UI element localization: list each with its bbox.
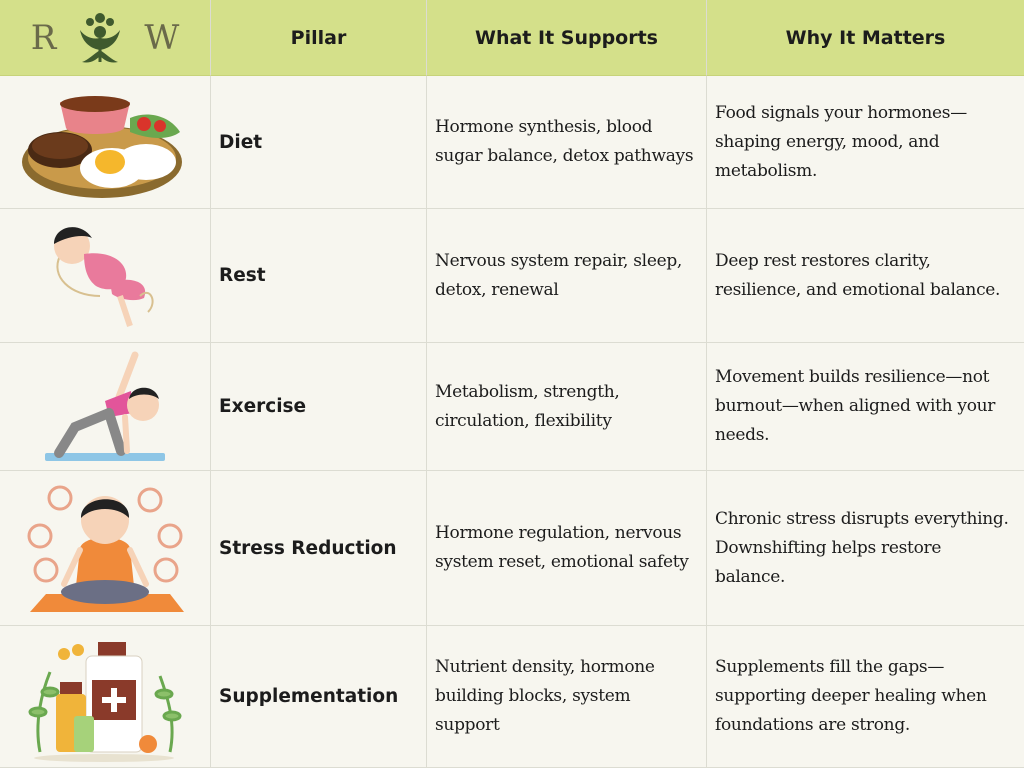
supports-text: Metabolism, strength, circulation, flexi… (427, 343, 707, 471)
matters-text: Chronic stress disrupts everything. Down… (707, 471, 1024, 626)
pillar-label: Supplementation (211, 626, 427, 768)
stress-reduction-illustration (0, 471, 211, 626)
logo-letter-left: R (30, 17, 57, 58)
supplementation-illustration (0, 626, 211, 768)
column-header-pillar: Pillar (211, 0, 427, 76)
matters-text: Movement builds resilience—not burnout—w… (707, 343, 1024, 471)
meditation-icon (27, 485, 184, 612)
pillar-label: Stress Reduction (211, 471, 427, 626)
matters-text: Supplements fill the gaps—supporting dee… (707, 626, 1024, 768)
pillar-label: Diet (211, 76, 427, 209)
logo-letter-right: W (144, 17, 180, 58)
supports-text: Hormone regulation, nervous system reset… (427, 471, 707, 626)
column-header-matters: Why It Matters (707, 0, 1024, 76)
sleeping-person-icon (54, 226, 154, 327)
matters-text: Food signals your hormones—shaping energ… (707, 76, 1024, 209)
exercise-illustration (0, 343, 211, 471)
supplement-bottles-icon (28, 641, 182, 762)
diet-illustration (0, 76, 211, 209)
rest-illustration (0, 209, 211, 343)
supports-text: Nervous system repair, sleep, detox, ren… (427, 209, 707, 343)
brand-logo: R W (0, 0, 211, 76)
supports-text: Hormone synthesis, blood sugar balance, … (427, 76, 707, 209)
matters-text: Deep rest restores clarity, resilience, … (707, 209, 1024, 343)
meal-plate-icon (22, 96, 182, 198)
flower-ornament-icon (80, 12, 121, 63)
pillar-label: Rest (211, 209, 427, 343)
pillar-label: Exercise (211, 343, 427, 471)
column-header-supports: What It Supports (427, 0, 707, 76)
yoga-stretch-icon (45, 351, 165, 461)
supports-text: Nutrient density, hormone building block… (427, 626, 707, 768)
